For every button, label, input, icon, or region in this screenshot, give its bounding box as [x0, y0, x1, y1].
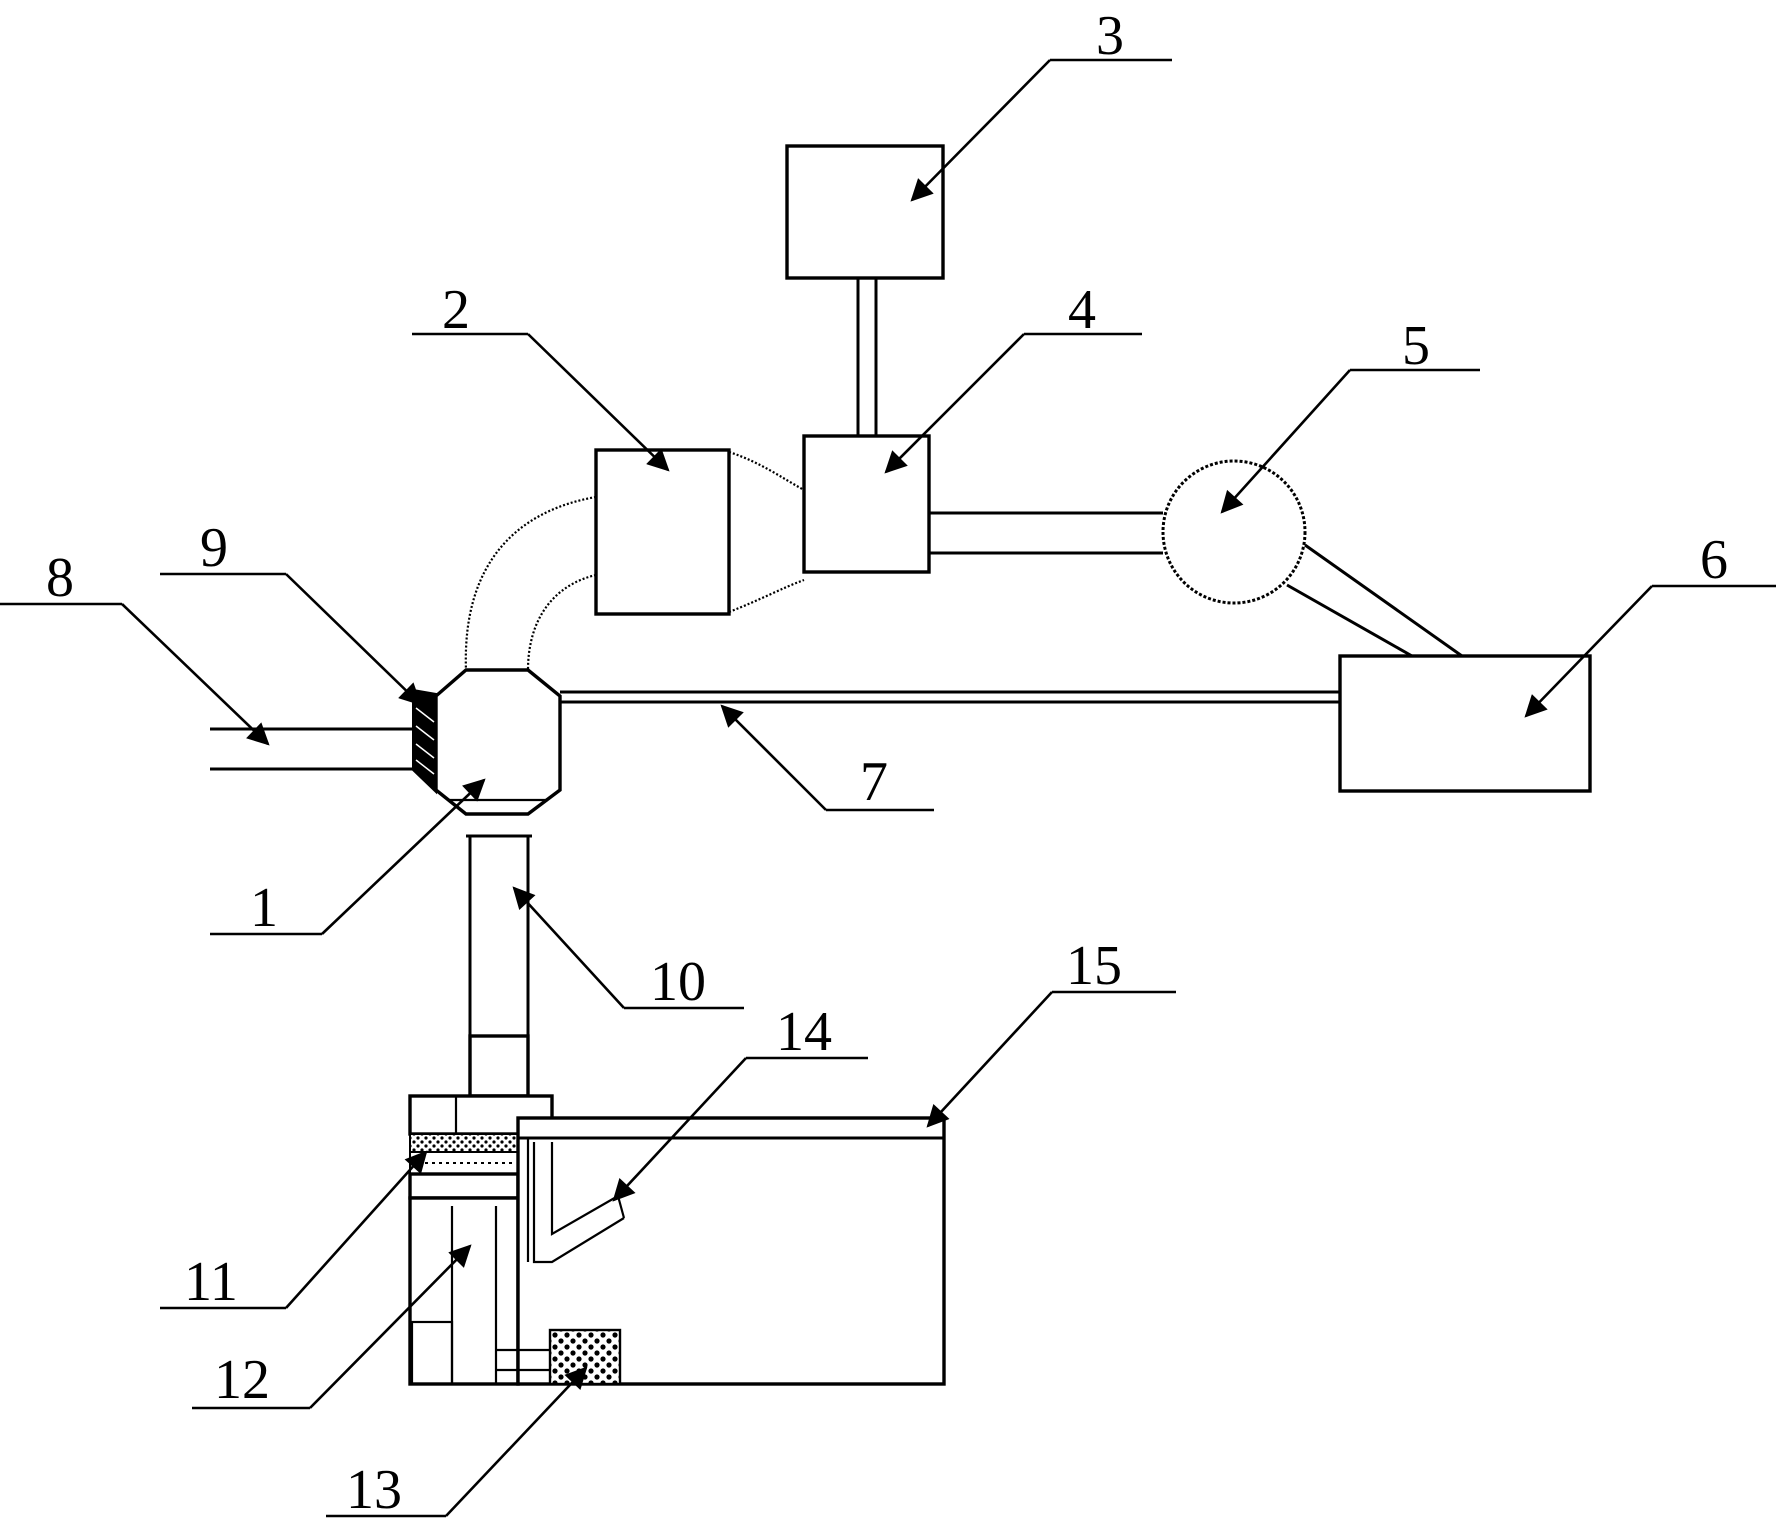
- component-9-hatch: [415, 707, 435, 775]
- label-4: 4: [1068, 279, 1096, 341]
- component-9-screen: [412, 688, 437, 795]
- label-11: 11: [184, 1251, 238, 1313]
- leader-7-arrow: [720, 704, 827, 811]
- label-2: 2: [442, 279, 470, 341]
- label-13: 13: [346, 1459, 402, 1521]
- leader-6-arrow: [1524, 585, 1653, 718]
- component-1-body: [434, 668, 562, 816]
- label-6: 6: [1700, 529, 1728, 591]
- leader-2-arrow: [527, 333, 670, 472]
- leader-1-arrow: [321, 778, 486, 935]
- leader-10-arrow: [512, 886, 625, 1009]
- pipe-2-to-1-outer: [464, 495, 597, 671]
- leader-14-arrow: [612, 1057, 747, 1202]
- pipe-5-to-6-upper: [1304, 543, 1463, 658]
- taper-2-4-top: [728, 450, 805, 491]
- leader-15-arrow: [926, 991, 1053, 1128]
- label-15: 15: [1066, 935, 1122, 997]
- leader-8-arrow: [121, 603, 270, 746]
- pipe-2-to-1-inner: [526, 573, 597, 671]
- label-5: 5: [1402, 315, 1430, 377]
- leader-9-arrow: [285, 573, 422, 706]
- label-9: 9: [200, 517, 228, 579]
- leader-11-arrow: [285, 1150, 428, 1309]
- label-1: 1: [250, 877, 278, 939]
- leader-12-arrow: [309, 1244, 472, 1409]
- label-14: 14: [776, 1001, 832, 1063]
- component-12-base: [410, 1320, 454, 1386]
- leader-13-arrow: [445, 1366, 588, 1517]
- component-14-pipe-inner: [550, 1142, 619, 1236]
- component-14-pipe-outer: [532, 1142, 625, 1264]
- component-4-box: [802, 434, 931, 574]
- label-7: 7: [860, 751, 888, 813]
- filter-layer-11-base: [408, 1172, 520, 1200]
- leader-4-arrow: [884, 333, 1025, 474]
- filter-layer-11-dark: [409, 1133, 519, 1153]
- component-2-box: [594, 448, 731, 616]
- leader-5-arrow: [1220, 369, 1351, 514]
- pipe-10-coupling: [468, 1034, 530, 1098]
- label-12: 12: [214, 1349, 270, 1411]
- component-13-filter: [548, 1328, 622, 1386]
- component-6-box: [1338, 654, 1592, 793]
- label-3: 3: [1096, 5, 1124, 67]
- taper-2-4-bottom: [728, 578, 805, 614]
- leader-3-arrow: [910, 59, 1051, 202]
- component-5-circle: [1161, 459, 1307, 605]
- label-8: 8: [46, 547, 74, 609]
- label-10: 10: [650, 951, 706, 1013]
- pipe-5-to-6-lower: [1286, 583, 1413, 658]
- component-3-box: [785, 144, 945, 280]
